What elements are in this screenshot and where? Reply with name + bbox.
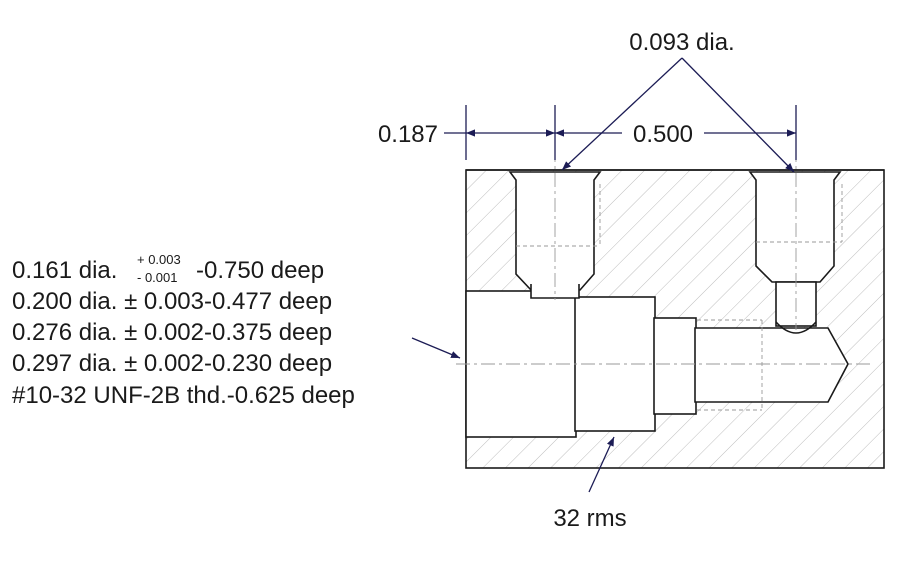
callout-line-1-tol-plus: + 0.003 [137,252,181,267]
surface-finish-label: 32 rms [553,505,626,532]
callout-line-1: 0.161 dia. [12,257,117,284]
dim-label-0500: 0.500 [633,121,693,148]
callout-line-1-tol-minus: - 0.001 [137,270,177,285]
hole-intersection-curve [775,321,817,334]
vertical-hole-right [748,171,842,283]
leader-0093: 0.093 dia. [561,29,795,173]
callout-leader [411,337,461,359]
hidden-lines [516,184,843,411]
bore-161 [694,327,849,403]
callout-line-2: 0.200 dia. ± 0.003-0.477 deep [12,288,332,315]
callout-line-1-tail: -0.750 deep [196,257,324,284]
surface-finish: 32 rms [553,436,627,532]
dimension-0500: 0.500 [555,121,796,148]
hole-dia-label: 0.093 dia. [629,29,734,56]
dim-label-0187: 0.187 [378,121,438,148]
center-lines [456,148,870,365]
callout-line-3: 0.276 dia. ± 0.002-0.375 deep [12,319,332,346]
dimension-0187: 0.187 [378,121,555,148]
surface-finish-leader [588,436,615,493]
callout-notes: 0.161 dia. + 0.003 - 0.001 -0.750 deep 0… [12,252,461,409]
callout-line-5: #10-32 UNF-2B thd.-0.625 deep [12,382,355,409]
callout-line-4: 0.297 dia. ± 0.002-0.230 deep [12,350,332,377]
bore-step-276 [653,317,697,415]
